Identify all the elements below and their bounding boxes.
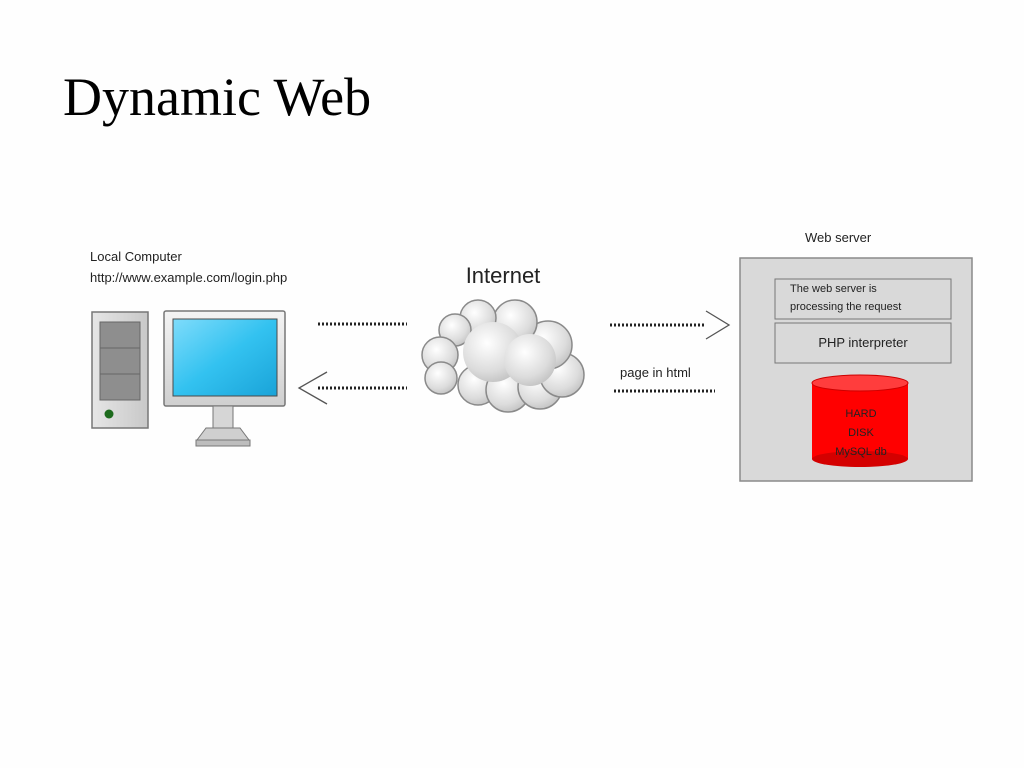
php-interpreter-box: PHP interpreter (774, 322, 952, 364)
cloud-icon (421, 299, 585, 413)
database-icon: HARD DISK MySQL db (811, 374, 909, 467)
slide-title: Dynamic Web (63, 67, 372, 127)
response-label: page in html (620, 365, 691, 380)
local-computer-label: Local Computer (90, 249, 182, 264)
monitor-icon (163, 310, 286, 447)
processing-line-1: The web server is (790, 283, 877, 295)
disk-line-3: MySQL db (835, 446, 887, 458)
processing-box: The web server is processing the request (774, 278, 952, 320)
computer-tower-icon (91, 311, 149, 429)
arrow-left-icon (297, 371, 407, 405)
internet-label: Internet (466, 263, 541, 288)
php-interpreter-label: PHP interpreter (818, 335, 908, 350)
disk-line-1: HARD (845, 408, 876, 420)
local-computer-url: http://www.example.com/login.php (90, 270, 287, 285)
processing-line-2: processing the request (790, 301, 901, 313)
arrow-right-icon (610, 310, 731, 340)
disk-line-2: DISK (848, 427, 874, 439)
web-server-label: Web server (805, 230, 872, 245)
